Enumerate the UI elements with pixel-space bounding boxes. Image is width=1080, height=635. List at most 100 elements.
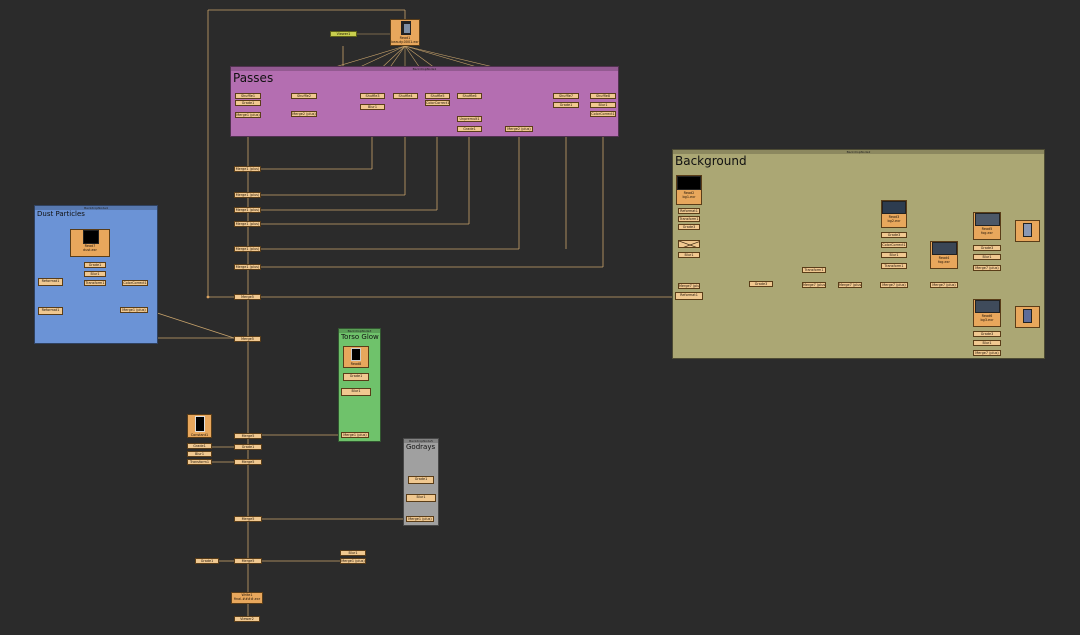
read-node-bg4[interactable]: Read5 fog.exr — [973, 212, 1001, 240]
read-node-bg5[interactable]: Read6 bg3.exr — [973, 299, 1001, 327]
read-bg4-thumbnail — [975, 213, 1000, 226]
merge-lower-5[interactable]: Merge5 — [234, 558, 262, 564]
merge-trunk-4[interactable]: Merge1 (plus) — [234, 221, 261, 227]
merge-trunk-2[interactable]: Merge1 (plus) — [234, 192, 261, 198]
backdrop-background-subtitle: BackdropNode2 — [673, 150, 1044, 154]
dot-node[interactable] — [206, 295, 210, 299]
shuffle-node-6d[interactable]: Merge2 (plus) — [505, 126, 533, 132]
merge-lower-3[interactable]: Merge5 — [234, 459, 262, 465]
viewer-pin-node[interactable]: Viewer1 — [330, 31, 357, 37]
shuffle-node-8[interactable]: Shuffle8 — [590, 93, 616, 99]
bg-node-d[interactable] — [678, 240, 700, 248]
shuffle-node-6c[interactable]: Grade1 — [457, 126, 482, 132]
constant-node-c[interactable]: Transform1 — [187, 459, 212, 465]
shuffle-node-1c[interactable]: Merge1 (plus) — [235, 112, 261, 118]
godrays-node-c[interactable]: Merge1 (plus) — [406, 516, 434, 522]
backdrop-torso-subtitle: BackdropNode3 — [339, 329, 380, 333]
shuffle-node-7[interactable]: Shuffle7 — [553, 93, 579, 99]
dust-node-c[interactable]: Transform1 — [84, 280, 106, 286]
bg-node-b[interactable]: Transform1 — [678, 216, 700, 222]
constant-node-b[interactable]: Blur1 — [187, 451, 212, 457]
merge-lower-2[interactable]: Grade1 — [234, 444, 262, 450]
shuffle-node-3[interactable]: Shuffle3 — [360, 93, 385, 99]
torso-node-c[interactable]: Merge1 (plus) — [341, 432, 369, 438]
torso-node-b[interactable]: Blur1 — [341, 388, 371, 396]
bg-node-k[interactable]: Merge7 (plus) — [838, 282, 862, 288]
godrays-node-a[interactable]: Grade1 — [408, 476, 434, 484]
merge-trunk-3[interactable]: Merge1 (plus) — [234, 207, 261, 213]
bg5-node-b[interactable]: Blur1 — [973, 340, 1001, 346]
shuffle-node-1b[interactable]: Grade1 — [235, 100, 261, 106]
shuffle-node-5b[interactable]: ColorCorrect1 — [425, 100, 450, 106]
shuffle-node-5[interactable]: Shuffle5 — [425, 93, 450, 99]
wire — [147, 309, 235, 339]
dust-node-e[interactable]: ColorCorrect1 — [122, 280, 148, 286]
bg4-node-d[interactable] — [1015, 220, 1040, 242]
bg-node-e[interactable]: Blur1 — [678, 252, 700, 258]
bg2-node-b[interactable]: ColorCorrect1 — [881, 242, 907, 248]
shuffle-node-2b[interactable]: Merge2 (plus) — [291, 111, 317, 117]
shuffle-node-3b[interactable]: Blur1 — [360, 104, 385, 110]
dot-node-right-a[interactable]: Blur1 — [340, 550, 366, 556]
merge-trunk-1[interactable]: Merge1 (plus) — [234, 166, 261, 172]
bg-node-l[interactable]: Merge7 (plus) — [880, 282, 908, 288]
read-node-dust[interactable]: Read7 dust.exr — [70, 229, 110, 257]
merge-trunk-7[interactable]: Merge5 — [234, 294, 261, 300]
dot-node-left[interactable]: Grade1 — [195, 558, 219, 564]
viewer-node[interactable]: Viewer2 — [234, 616, 260, 622]
read-node-torso[interactable]: Read8 — [343, 346, 369, 368]
bg2-node-d[interactable]: Transform1 — [881, 263, 907, 269]
bg-node-c[interactable]: Grade3 — [678, 224, 700, 230]
read-bg1-thumbnail — [677, 176, 701, 190]
bg-node-i[interactable]: Transform1 — [802, 267, 826, 273]
bg5-node-d[interactable] — [1015, 306, 1040, 328]
merge-lower-1[interactable]: Merge5 — [234, 433, 262, 439]
constant-node[interactable]: Constant1 — [187, 414, 212, 438]
bg-node-h[interactable]: Grade3 — [749, 281, 773, 287]
shuffle-node-8b[interactable]: Blur1 — [590, 102, 616, 108]
merge-lower-4[interactable]: Merge5 — [234, 516, 262, 522]
shuffle-node-4[interactable]: Shuffle4 — [393, 93, 418, 99]
read-node-bg2[interactable]: Read3 bg2.exr — [881, 200, 907, 228]
merge-trunk-8[interactable]: Merge5 — [234, 336, 261, 342]
dust-node-b[interactable]: Blur1 — [84, 271, 106, 277]
read-torso-thumbnail — [351, 348, 361, 361]
bg-node-g[interactable]: Reformat1 — [675, 292, 703, 300]
dust-node-a[interactable]: Grade1 — [84, 262, 106, 268]
backdrop-dust-subtitle: BackdropNode4 — [35, 206, 157, 210]
bg-node-a[interactable]: Reformat1 — [678, 208, 700, 214]
torso-node-a[interactable]: Grade1 — [343, 373, 369, 381]
bg4-node-b[interactable]: Blur1 — [973, 254, 1001, 260]
read-bg5-thumbnail — [975, 300, 1000, 313]
write-node[interactable]: Write1 final.####.exr — [231, 592, 263, 604]
dot-node-right-b[interactable]: Merge1 (plus) — [340, 558, 366, 564]
dust-node-f[interactable]: Reformat1 — [38, 307, 63, 315]
bg4-node-a[interactable]: Grade3 — [973, 245, 1001, 251]
shuffle-node-7b[interactable]: Grade1 — [553, 102, 579, 108]
shuffle-node-6b[interactable]: Unpremult1 — [457, 116, 482, 122]
bg-node-f[interactable]: Merge7 (plus) — [678, 283, 700, 289]
bg4-node-c[interactable]: Merge7 (plus) — [973, 265, 1001, 271]
bg-node-j[interactable]: Merge7 (plus) — [802, 282, 826, 288]
bg2-node-a[interactable]: Grade3 — [881, 232, 907, 238]
shuffle-node-8c[interactable]: ColorCorrect1 — [590, 111, 616, 117]
shuffle-node-1[interactable]: Shuffle1 — [235, 93, 261, 99]
bg5-node-a[interactable]: Grade3 — [973, 331, 1001, 337]
shuffle-node-6[interactable]: Shuffle6 — [457, 93, 482, 99]
merge-trunk-6[interactable]: Merge1 (plus) — [234, 264, 261, 270]
read-bg5-label: Read6 bg3.exr — [980, 314, 994, 322]
dust-node-g[interactable]: Merge1 (plus) — [120, 307, 148, 313]
backdrop-passes[interactable]: BackdropNode1 Passes — [230, 66, 619, 137]
shuffle-node-2[interactable]: Shuffle2 — [291, 93, 317, 99]
merge-trunk-5[interactable]: Merge1 (plus) — [234, 246, 261, 252]
read-node-top[interactable]: Read1 beauty.0001.exr — [390, 19, 420, 46]
read-node-bg3[interactable]: Read4 fog.exr — [930, 241, 958, 269]
dust-node-d[interactable]: Reformat1 — [38, 278, 63, 286]
read-node-bg1[interactable]: Read2 bg1.exr — [676, 175, 702, 205]
bg5-node-c[interactable]: Merge7 (plus) — [973, 350, 1001, 356]
godrays-node-b[interactable]: Blur1 — [406, 494, 436, 502]
bg2-node-c[interactable]: Blur1 — [881, 252, 907, 258]
constant-node-a[interactable]: Grade1 — [187, 443, 212, 449]
bg-node-m[interactable]: Merge7 (plus) — [930, 282, 958, 288]
